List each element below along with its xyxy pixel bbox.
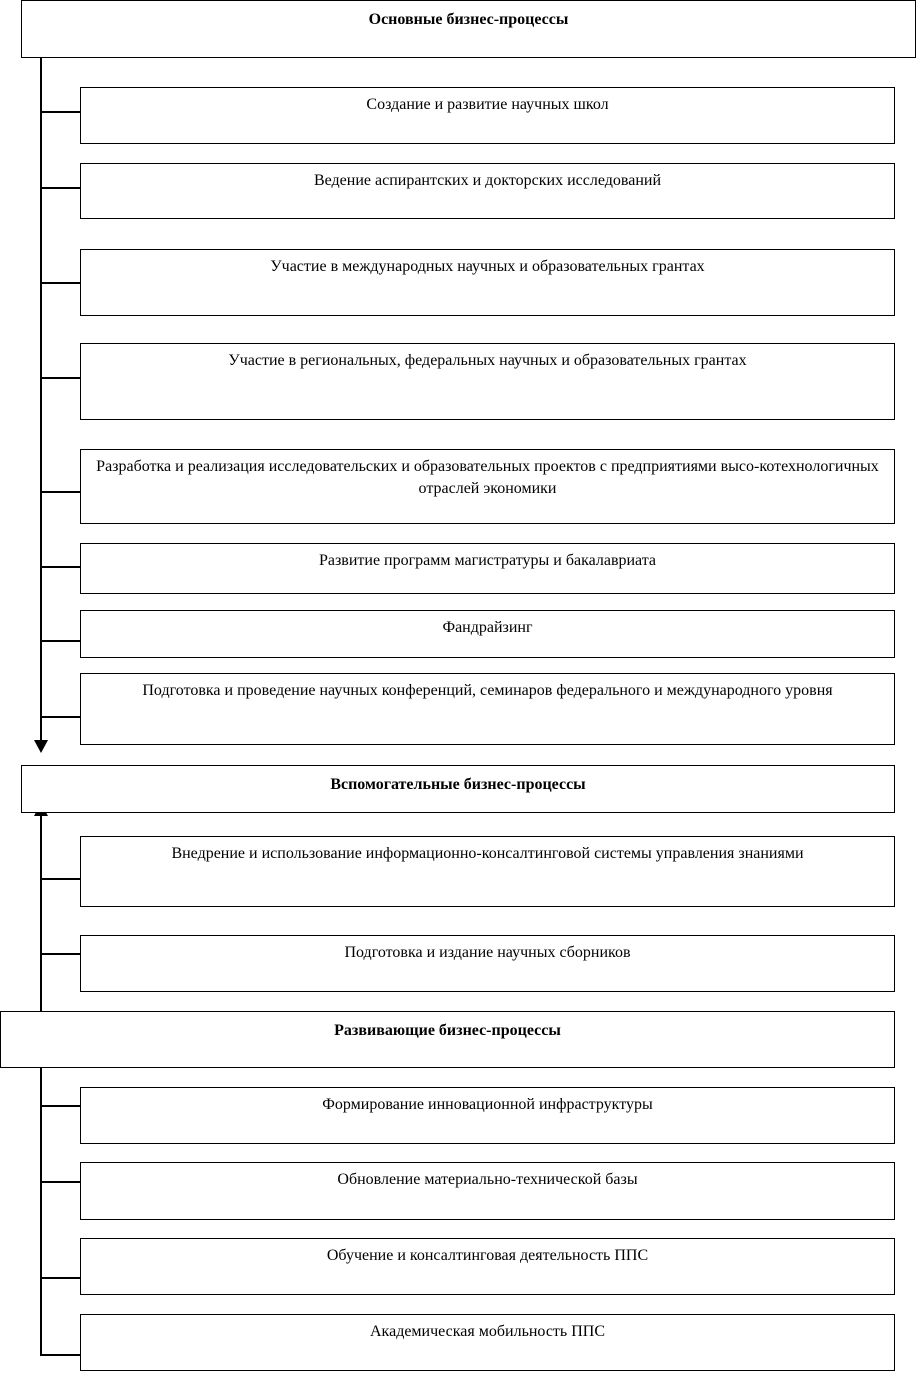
developing-process-item: Академическая мобильность ППС xyxy=(80,1314,895,1371)
connector-tick xyxy=(40,1105,80,1107)
connector-tick xyxy=(40,953,80,955)
main-process-item: Подготовка и проведение научных конферен… xyxy=(80,673,895,745)
aux-vertical-connector xyxy=(40,816,42,1012)
connector-tick xyxy=(40,377,80,379)
connector-tick xyxy=(40,716,80,718)
main-process-item: Создание и развитие научных школ xyxy=(80,87,895,144)
auxiliary-processes-header: Вспомогательные бизнес-процессы xyxy=(21,765,895,813)
main-process-item: Фандрайзинг xyxy=(80,610,895,658)
connector-tick xyxy=(40,878,80,880)
developing-process-item: Формирование инновационной инфраструктур… xyxy=(80,1087,895,1144)
main-process-item: Ведение аспирантских и докторских исслед… xyxy=(80,163,895,219)
developing-processes-header: Развивающие бизнес-процессы xyxy=(0,1011,895,1068)
developing-process-item: Обновление материально-технической базы xyxy=(80,1162,895,1220)
main-vertical-connector xyxy=(40,57,42,741)
dev-vertical-connector xyxy=(40,1067,42,1354)
auxiliary-process-item: Внедрение и использование информационно-… xyxy=(80,836,895,907)
main-process-item: Разработка и реализация исследовательски… xyxy=(80,449,895,524)
connector-tick xyxy=(40,1181,80,1183)
main-processes-header: Основные бизнес-процессы xyxy=(21,0,916,58)
connector-tick xyxy=(40,1277,80,1279)
connector-tick xyxy=(40,491,80,493)
connector-tick xyxy=(40,640,80,642)
main-process-item: Участие в региональных, федеральных науч… xyxy=(80,343,895,420)
main-process-item: Участие в международных научных и образо… xyxy=(80,249,895,316)
main-process-item: Развитие программ магистратуры и бакалав… xyxy=(80,543,895,594)
connector-tick xyxy=(40,187,80,189)
developing-process-item: Обучение и консалтинговая деятельность П… xyxy=(80,1238,895,1295)
arrow-down-icon xyxy=(34,740,48,753)
connector-tick xyxy=(40,1354,80,1356)
connector-tick xyxy=(40,566,80,568)
connector-tick xyxy=(40,111,80,113)
auxiliary-process-item: Подготовка и издание научных сборников xyxy=(80,935,895,992)
connector-tick xyxy=(40,282,80,284)
